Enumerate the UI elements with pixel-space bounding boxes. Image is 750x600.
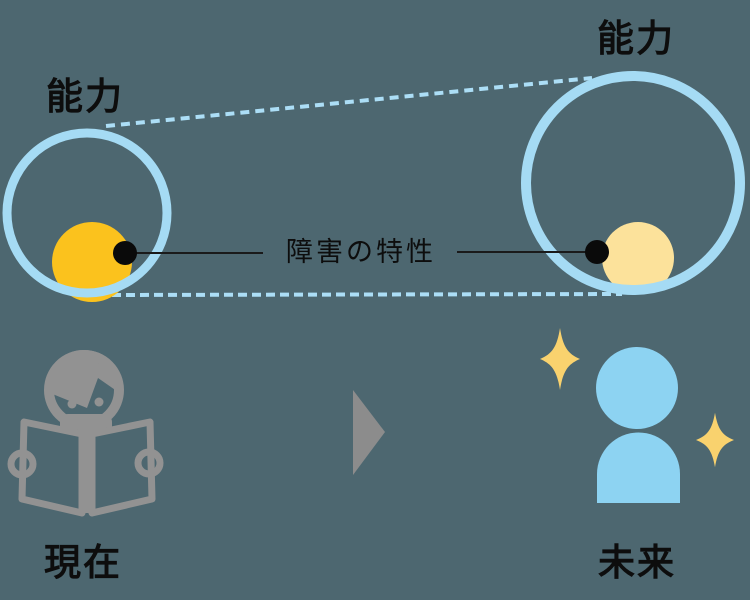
dashed-line-bottom xyxy=(111,292,623,297)
arrow-right-icon xyxy=(353,390,385,475)
label-present: 現在 xyxy=(44,542,122,583)
ability-circle-now xyxy=(2,128,172,298)
reading-person-icon xyxy=(7,350,164,517)
label-ability-future: 能力 xyxy=(597,18,675,59)
dashed-line-top xyxy=(105,76,593,128)
sparkle-icon xyxy=(540,328,580,390)
sparkle-icon xyxy=(696,412,734,468)
label-ability-now: 能力 xyxy=(46,76,124,117)
callout-dot-right xyxy=(585,240,609,264)
callout-dot-left xyxy=(113,241,137,265)
ability-circle-future xyxy=(521,71,745,295)
label-future: 未来 xyxy=(598,542,676,583)
label-disability-trait: 障害の特性 xyxy=(286,237,436,267)
trait-circle-now xyxy=(52,222,132,302)
person-icon xyxy=(596,347,680,503)
trait-circle-future xyxy=(602,222,674,294)
